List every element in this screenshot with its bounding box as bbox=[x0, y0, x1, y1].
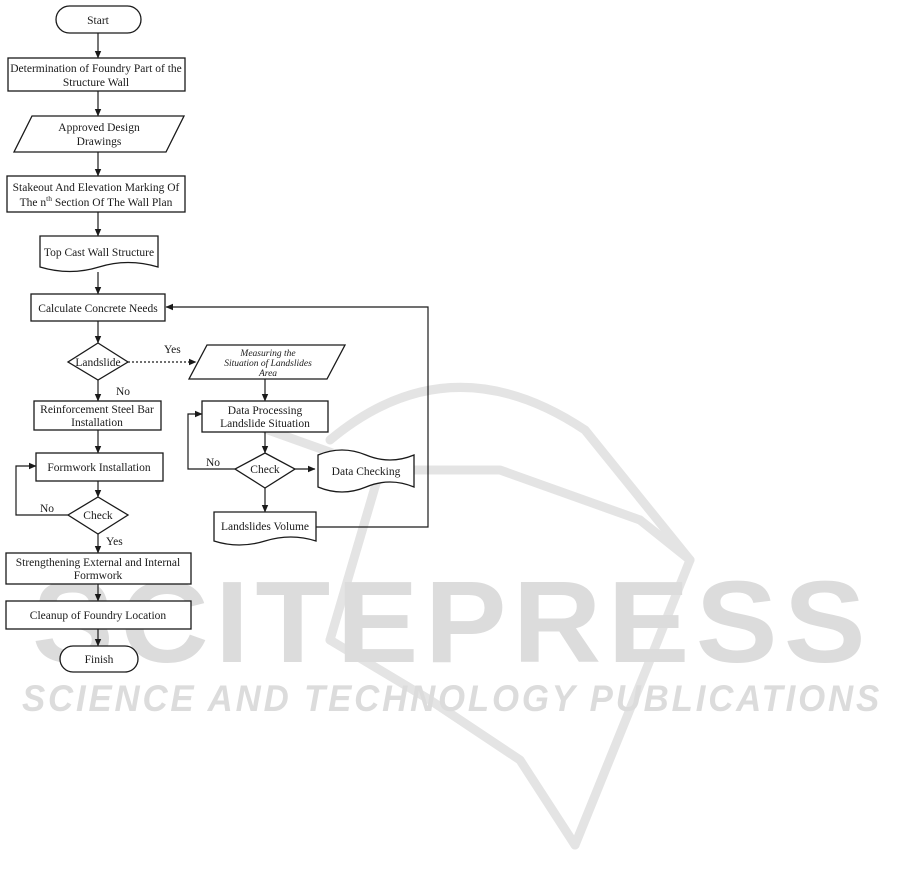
node-stakeout: Stakeout And Elevation Marking Of The nt… bbox=[6, 175, 186, 213]
node-strengthening-label-line1: Strengthening External and Internal bbox=[16, 557, 180, 569]
node-dataproc-label-line2: Landslide Situation bbox=[220, 418, 310, 430]
node-measuring: Measuring the Situation of Landslides Ar… bbox=[187, 344, 347, 380]
watermark-sub-text: SCIENCE AND TECHNOLOGY PUBLICATIONS bbox=[22, 678, 882, 719]
node-strengthening: Strengthening External and Internal Form… bbox=[5, 552, 192, 585]
node-check-left-label: Check bbox=[83, 510, 113, 522]
node-formwork-label: Formwork Installation bbox=[47, 462, 150, 474]
node-check-right-label: Check bbox=[250, 464, 280, 476]
node-landslides-volume: Landslides Volume bbox=[213, 511, 317, 546]
node-reinforcement-label-line1: Reinforcement Steel Bar bbox=[40, 404, 154, 416]
node-data-processing: Data Processing Landslide Situation bbox=[201, 400, 329, 433]
edge-label-check-left-no: No bbox=[40, 503, 54, 515]
node-reinforcement: Reinforcement Steel Bar Installation bbox=[33, 400, 162, 431]
node-start: Start bbox=[55, 5, 142, 34]
edge-check-left-no-loop bbox=[15, 462, 68, 516]
node-formwork: Formwork Installation bbox=[35, 452, 164, 482]
node-measuring-label-line3: Area bbox=[258, 369, 277, 379]
node-measuring-label-line2: Situation of Landslides bbox=[224, 358, 312, 369]
edge-label-check-left-yes: Yes bbox=[106, 536, 123, 548]
node-reinforcement-label-line2: Installation bbox=[71, 417, 123, 429]
node-strengthening-label-line2: Formwork bbox=[74, 570, 123, 582]
node-cleanup-label: Cleanup of Foundry Location bbox=[30, 610, 167, 622]
node-check-right: Check bbox=[233, 452, 297, 489]
edges bbox=[15, 33, 429, 647]
edge-label-landslide-yes: Yes bbox=[164, 344, 181, 356]
node-topcast: Top Cast Wall Structure bbox=[39, 235, 159, 273]
node-cleanup: Cleanup of Foundry Location bbox=[5, 600, 192, 630]
node-stakeout-label-line1: Stakeout And Elevation Marking Of bbox=[13, 182, 180, 194]
node-calculate: Calculate Concrete Needs bbox=[30, 293, 166, 322]
edge-label-landslide-no: No bbox=[116, 386, 130, 398]
edge-check-right-no-loop bbox=[187, 410, 235, 470]
node-determination-label-line2: Structure Wall bbox=[63, 77, 129, 89]
node-measuring-label-line1: Measuring the bbox=[239, 349, 295, 359]
edge-labels: Yes No No No Yes bbox=[40, 344, 220, 548]
node-landslide-decision: Landslide bbox=[66, 342, 130, 381]
node-approved-label-line2: Drawings bbox=[77, 136, 122, 148]
edge-label-check-right-no: No bbox=[206, 457, 220, 469]
node-start-label: Start bbox=[87, 15, 110, 27]
node-approved-design: Approved Design Drawings bbox=[12, 115, 186, 153]
watermark-emblem bbox=[235, 383, 695, 850]
node-data-checking-label: Data Checking bbox=[332, 466, 401, 478]
node-data-checking: Data Checking bbox=[317, 449, 415, 493]
node-finish: Finish bbox=[59, 645, 139, 673]
node-approved-label-line1: Approved Design bbox=[58, 122, 140, 134]
node-landslide-label: Landslide bbox=[75, 357, 120, 369]
node-landslides-volume-label: Landslides Volume bbox=[221, 521, 309, 533]
node-calculate-label: Calculate Concrete Needs bbox=[38, 303, 158, 315]
node-check-left: Check bbox=[66, 496, 130, 535]
node-topcast-label: Top Cast Wall Structure bbox=[44, 247, 154, 259]
edge-landslides-volume-loop-to-calculate bbox=[165, 303, 429, 528]
node-determination-label-line1: Determination of Foundry Part of the bbox=[10, 63, 182, 75]
node-stakeout-label-line2: The nth Section Of The Wall Plan bbox=[20, 194, 173, 209]
node-determination: Determination of Foundry Part of the Str… bbox=[7, 57, 186, 92]
node-dataproc-label-line1: Data Processing bbox=[228, 405, 303, 417]
node-finish-label: Finish bbox=[85, 654, 114, 666]
